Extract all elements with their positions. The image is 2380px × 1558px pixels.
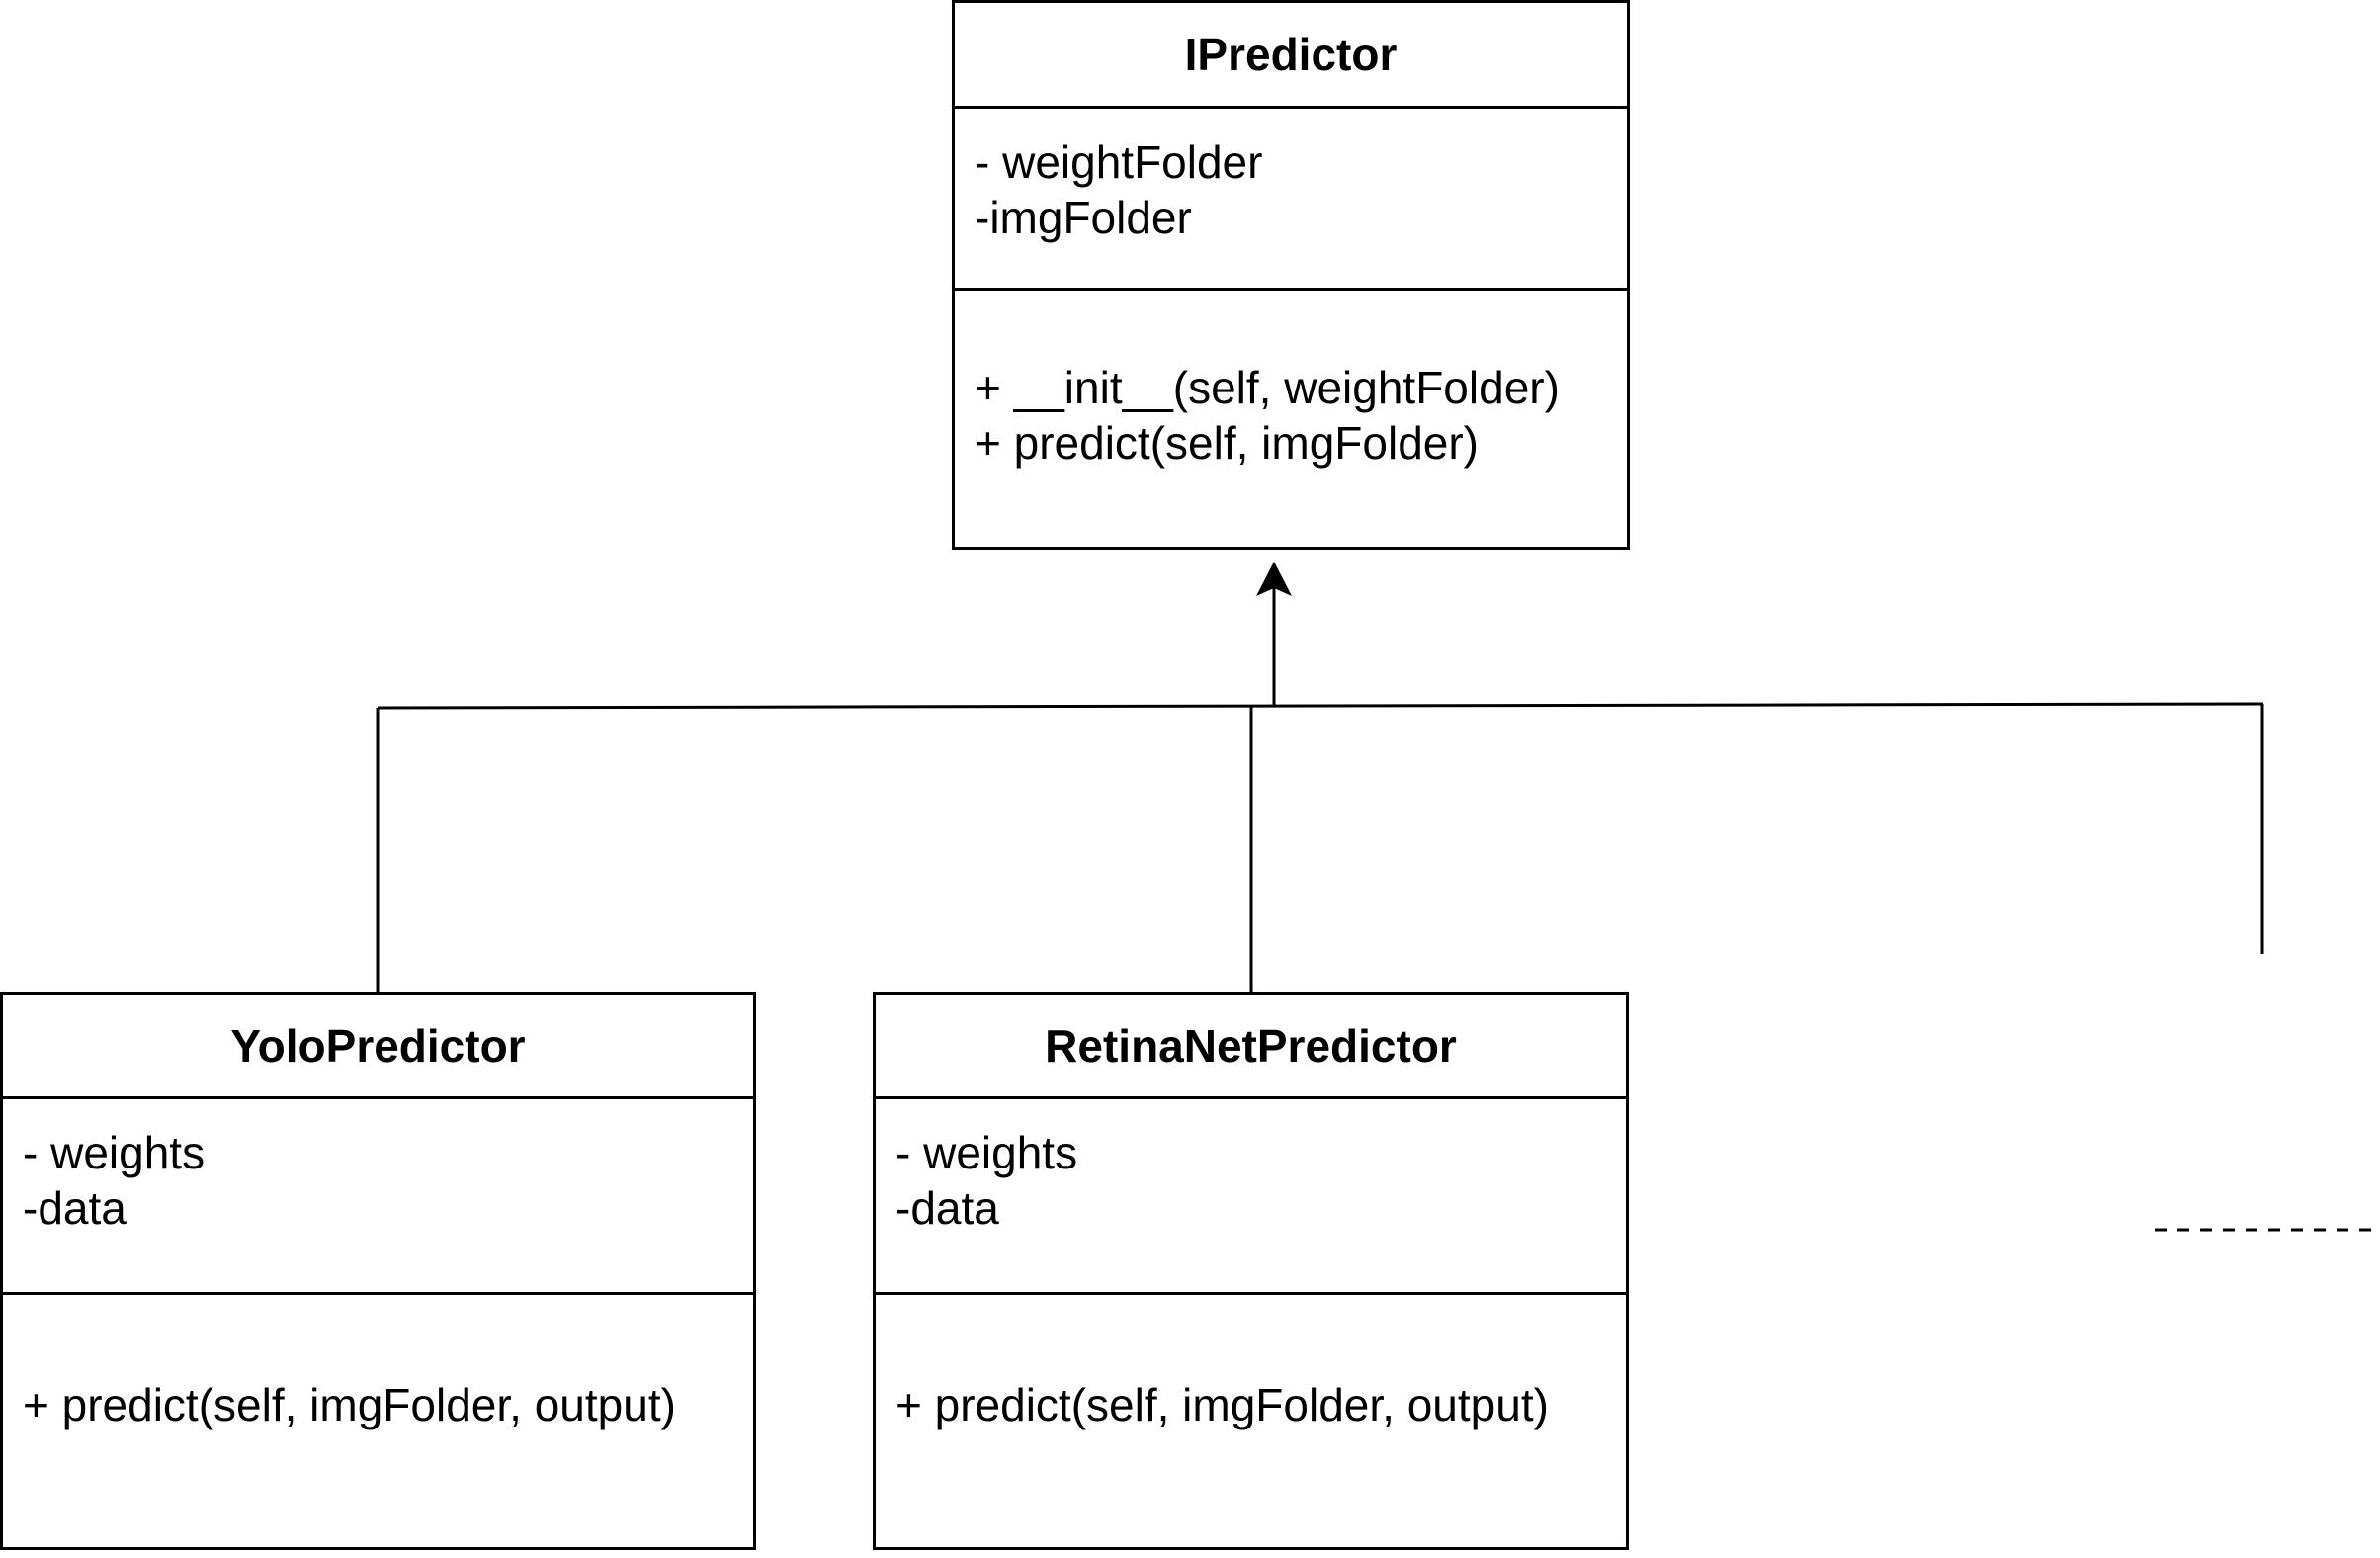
attributes-section: - weights -data (3, 1099, 753, 1295)
attribute-data: -data (23, 1182, 127, 1234)
class-name: YoloPredictor (3, 995, 753, 1099)
attributes-section: - weightFolder -imgFolder (955, 109, 1627, 291)
attribute-imgfolder: -imgFolder (975, 192, 1192, 243)
class-ipredictor: IPredictor - weightFolder -imgFolder + _… (952, 0, 1630, 550)
methods-section: + predict(self, imgFolder, output) (876, 1295, 1626, 1432)
method-init: + __init__(self, weightFolder) (975, 362, 1560, 413)
method-predict: + predict(self, imgFolder) (975, 417, 1479, 469)
method-predict: + predict(self, imgFolder, output) (895, 1379, 1549, 1430)
methods-section: + predict(self, imgFolder, output) (3, 1295, 753, 1432)
class-name: IPredictor (955, 3, 1627, 109)
method-predict: + predict(self, imgFolder, output) (23, 1379, 676, 1430)
attribute-weightfolder: - weightFolder (975, 136, 1263, 188)
methods-section: + __init__(self, weightFolder) + predict… (955, 291, 1627, 471)
class-retinanetpredictor: RetinaNetPredictor - weights -data + pre… (873, 992, 1629, 1550)
class-name: RetinaNetPredictor (876, 995, 1626, 1099)
attribute-weights: - weights (23, 1127, 206, 1178)
class-yolopredictor: YoloPredictor - weights -data + predict(… (0, 992, 756, 1550)
attributes-section: - weights -data (876, 1099, 1626, 1295)
inheritance-arrowhead (1256, 562, 1292, 596)
attribute-data: -data (895, 1182, 999, 1234)
bus-line (377, 702, 2264, 710)
attribute-weights: - weights (895, 1127, 1078, 1178)
